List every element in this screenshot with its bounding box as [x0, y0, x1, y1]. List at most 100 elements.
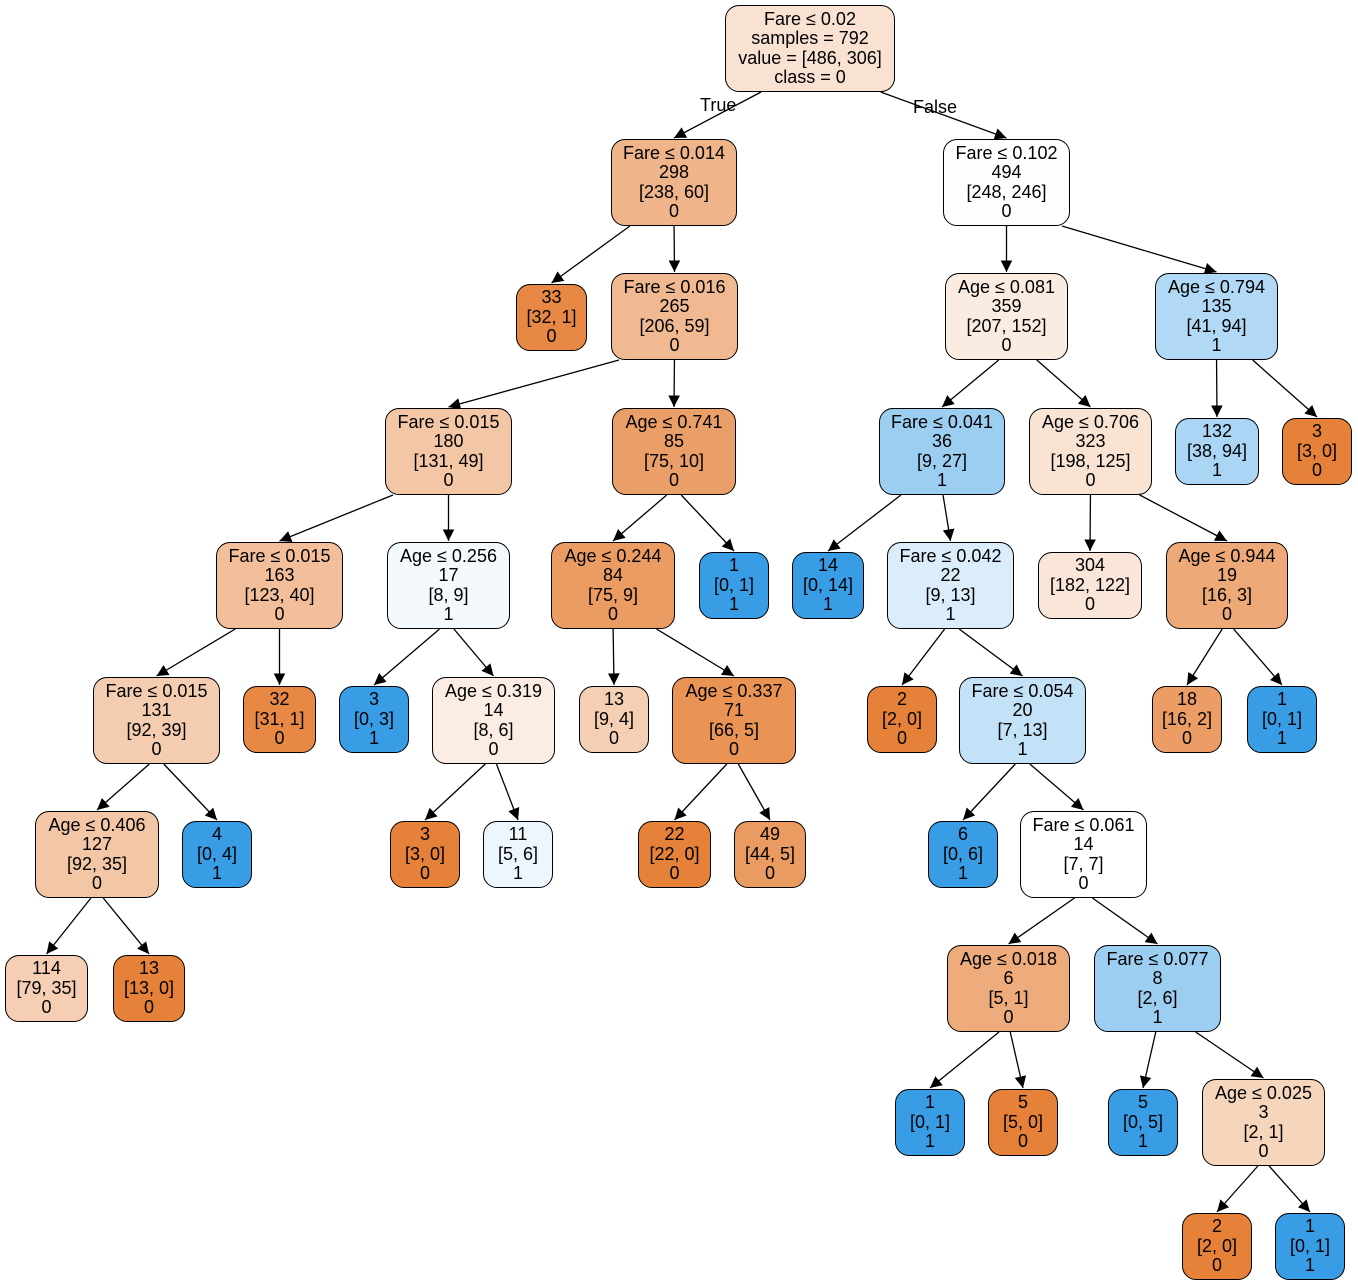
tree-node-n23: 3[0, 3]1 [339, 686, 409, 753]
node-line: [44, 5] [744, 843, 796, 864]
node-line: 13 [138, 958, 160, 979]
node-line: 0 [143, 997, 154, 1018]
node-line: [0, 5] [1122, 1111, 1164, 1132]
tree-node-n48: 1[0, 1]1 [1275, 1213, 1345, 1280]
node-line: 1 [924, 1131, 935, 1152]
node-line: [0, 3] [353, 708, 395, 729]
edge-n7-n13 [279, 494, 394, 543]
node-line: 5 [1137, 1092, 1148, 1113]
node-line: [16, 2] [1161, 708, 1213, 729]
node-line: [9, 27] [916, 450, 968, 471]
node-line: 1 [1211, 335, 1222, 355]
node-line: [2, 6] [1137, 987, 1178, 1008]
node-line: [0, 1] [1289, 1235, 1331, 1256]
node-line: [41, 94] [1186, 315, 1247, 336]
node-line: 163 [264, 565, 295, 585]
node-line: [207, 152] [966, 315, 1047, 336]
node-line: [5, 6] [497, 843, 539, 864]
edge-n24-n34 [495, 763, 520, 821]
node-line: 1 [728, 555, 739, 576]
node-line: value = [486, 306] [738, 47, 882, 68]
node-line: 0 [1084, 594, 1095, 615]
edge-n15-n26 [656, 628, 735, 677]
node-line: [7, 13] [997, 719, 1048, 740]
node-line: [248, 246] [966, 181, 1047, 202]
node-line: 6 [957, 824, 968, 845]
node-line: 323 [1075, 431, 1106, 451]
node-line: 0 [669, 335, 680, 355]
node-line: 180 [433, 431, 464, 451]
node-line: 0 [896, 728, 907, 749]
node-line: 1 [512, 863, 523, 884]
node-line: [0, 4] [196, 843, 238, 864]
edge-n20-n29 [1186, 628, 1223, 686]
node-line: Age ≤ 0.244 [564, 545, 662, 566]
edge-n18-n27 [901, 628, 946, 686]
node-line: 14 [817, 555, 839, 576]
node-line: 3 [368, 689, 379, 710]
node-line: samples = 792 [751, 28, 869, 48]
node-line: 1 [368, 728, 379, 749]
node-line: 1 [211, 863, 222, 884]
node-line: [7, 7] [1063, 853, 1104, 874]
node-line: 85 [663, 431, 685, 451]
node-line: 0 [443, 470, 454, 490]
node-line: 0 [274, 728, 285, 749]
node-line: 1 [822, 594, 833, 615]
tree-node-n35: 22[22, 0]0 [638, 821, 711, 888]
edge-n38-n41 [1008, 897, 1075, 945]
node-line: Age ≤ 0.025 [1215, 1082, 1312, 1103]
tree-node-n37: 6[0, 6]1 [928, 821, 998, 888]
tree-node-n19: 304[182, 122]0 [1038, 552, 1142, 619]
edge-n26-n36 [737, 763, 771, 821]
node-line: 14 [483, 700, 504, 720]
node-line: 4 [211, 824, 222, 845]
node-line: 84 [602, 565, 624, 585]
node-line: [16, 3] [1201, 584, 1253, 605]
edge-n41-n43 [929, 1031, 1000, 1089]
false-edge-label: False [913, 97, 958, 117]
node-line: Fare ≤ 0.054 [971, 680, 1074, 701]
tree-node-n22: 32[31, 1]0 [243, 686, 316, 753]
node-line: Age ≤ 0.337 [685, 680, 783, 701]
node-line: 1 [1276, 689, 1287, 710]
edge-n8-n15 [612, 494, 668, 542]
node-line: [0, 6] [942, 843, 984, 864]
node-line: [32, 1] [526, 306, 577, 327]
node-line: 135 [1201, 296, 1232, 316]
node-line: 2 [896, 689, 907, 710]
node-line: 1 [1304, 1216, 1315, 1237]
node-line: 0 [1001, 201, 1012, 221]
edge-n46-n47 [1216, 1165, 1259, 1213]
node-line: 18 [1176, 689, 1198, 710]
node-line: [75, 9] [587, 584, 639, 605]
edge-n15-n25 [607, 628, 620, 686]
node-line: [8, 6] [473, 719, 514, 740]
edge-n38-n42 [1092, 897, 1158, 945]
tree-node-n39: 114[79, 35]0 [5, 955, 88, 1022]
node-line: 0 [1221, 604, 1232, 624]
node-line: 71 [723, 700, 745, 720]
node-line: Fare ≤ 0.061 [1032, 814, 1135, 835]
node-line: 0 [1181, 728, 1192, 749]
node-line: 1 [1152, 1007, 1163, 1027]
node-line: Age ≤ 0.081 [958, 276, 1055, 297]
node-line: 1 [936, 470, 947, 490]
edge-n6-n12 [1252, 359, 1318, 418]
node-line: 127 [81, 834, 113, 854]
node-line: Age ≤ 0.706 [1042, 411, 1139, 432]
tree-node-n45: 5[0, 5]1 [1108, 1089, 1178, 1156]
node-line: 1 [443, 604, 454, 624]
edge-n42-n46 [1195, 1031, 1264, 1079]
node-line: 0 [669, 863, 680, 884]
tree-node-n16: 1[0, 1]1 [699, 552, 769, 619]
tree-node-n33: 3[3, 0]0 [390, 821, 460, 888]
node-line: Fare ≤ 0.015 [397, 411, 500, 432]
